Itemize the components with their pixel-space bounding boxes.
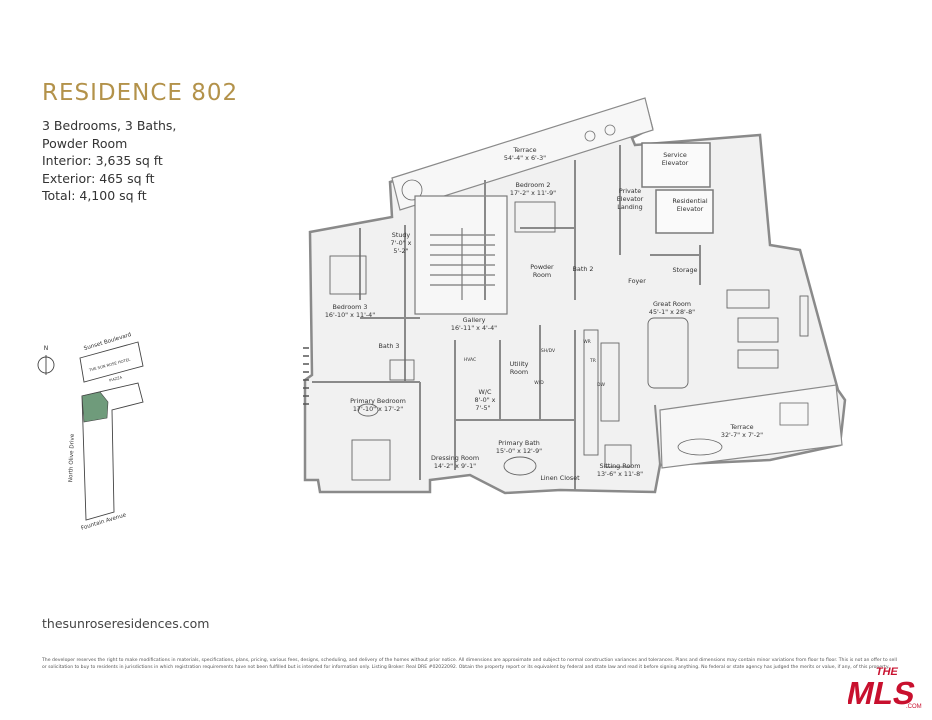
room-label: Residential [672,197,707,205]
sofa-icon [737,349,779,369]
hotel-block [79,341,144,383]
svg-text:.COM: .COM [906,704,922,710]
sofa-icon [726,289,770,309]
interior-walls [312,145,701,490]
room-label: Elevator [662,159,689,167]
room-label: SH/DV [541,348,556,354]
room-dimension: 15'-0" x 12'-9" [496,447,542,455]
windows [303,347,309,405]
stair-core [414,195,508,315]
armchair-icon [604,444,632,468]
elevator-block [641,142,714,234]
room-dimension: 8'-0" x [475,396,496,404]
room-labels: Terrace 54'-4" x 6'-3" Bedroom 2 17'-2" … [325,146,763,482]
room-dimension: 7'-5" [475,404,490,412]
room-label: Landing [617,203,642,211]
room-label: Private [619,187,641,195]
svg-text:THE: THE [875,666,900,678]
residence-highlight [81,391,109,423]
room-label: Room [533,271,551,279]
room-dimension: 16'-10" x 11'-4" [325,311,375,319]
room-label: Utility [510,360,529,368]
coffee-table-icon [737,317,779,343]
north-label: N [44,345,49,352]
room-label: Powder [530,263,554,271]
room-label: W/C [479,388,492,396]
room-label: Great Room [653,300,691,308]
room-label: TR [589,358,596,364]
legal-disclaimer: The developer reserves the right to make… [42,658,897,670]
dining-table-icon [647,317,689,389]
building-footprint [81,382,144,521]
room-label: HVAC [464,357,476,363]
street-label-top: Sunset Boulevard [83,332,132,352]
room-label: Terrace [729,423,753,431]
room-label: Bath 3 [379,342,400,350]
room-label: Terrace [512,146,536,154]
terrace-top [391,97,654,211]
spec-line: Powder Room [42,135,128,151]
room-label: Foyer [628,277,646,285]
room-label: Elevator [617,195,644,203]
ottoman-icon [357,403,379,417]
room-dimension: 16'-11" x 4'-4" [451,324,497,332]
room-label: Gallery [463,316,486,324]
room-label: Bath 2 [573,265,594,273]
room-label: Dressing Room [431,454,479,462]
terrace-right [659,384,843,469]
website-link[interactable]: thesunroseresidences.com [42,616,210,631]
residence-specs: 3 Bedrooms, 3 Baths, Powder Room Interio… [42,117,176,205]
piazza-label: PIAZZA [109,375,123,382]
bathtub-icon [503,456,537,476]
site-key-map: N THE SUN ROSE HOTEL PIAZZA Sunset Boule… [37,332,144,532]
room-dimension: 14'-2" x 9'-1" [434,462,476,470]
residence-title: RESIDENCE 802 [42,80,239,106]
room-label: DW [597,382,605,388]
spec-line: 3 Bedrooms, 3 Baths, [42,118,177,133]
svg-text:MLS: MLS [848,675,919,710]
room-dimension: 13'-6" x 11'-8" [597,470,643,478]
room-dimension: 17'-10" x 17'-2" [353,405,403,413]
room-label: Service [663,151,687,159]
mls-logo-icon: THE MLS .COM [848,666,922,710]
bed-icon [329,255,367,295]
hotel-label: THE SUN ROSE HOTEL [88,356,132,372]
furniture [329,201,809,481]
room-label: WR [583,339,591,345]
kitchen-counter-icon [583,329,599,456]
kitchen-island-icon [600,342,620,422]
bed-icon [514,201,556,233]
room-label: Room [510,368,528,376]
room-label: Linen Closet [540,474,580,482]
spec-line: Exterior: 465 sq ft [42,170,155,186]
bed-icon [351,439,391,481]
room-dimension: 54'-4" x 6'-3" [504,154,546,162]
room-label: Primary Bedroom [350,397,406,405]
room-dimension: 45'-1" x 28'-8" [649,308,695,316]
room-dimension: 5'-2" [393,247,408,255]
room-dimension: 17'-2" x 11'-9" [510,189,556,197]
room-label: Bedroom 3 [332,303,367,311]
room-label: Storage [672,266,697,274]
bathtub-icon [389,359,415,381]
spec-line: Interior: 3,635 sq ft [42,153,163,168]
room-dimension: 7'-0" x [391,239,412,247]
console-icon [799,295,809,337]
spec-line: Total: 4,100 sq ft [42,188,147,203]
room-label: Primary Bath [498,439,540,447]
room-label: W/D [534,380,544,386]
room-label: Sitting Room [600,462,641,470]
room-dimension: 32'-7" x 7'-2" [721,431,763,439]
room-label: Bedroom 2 [515,181,550,189]
street-label-left: North Olive Drive [68,433,76,482]
room-label: Study [392,231,411,239]
room-label: Elevator [677,205,704,213]
